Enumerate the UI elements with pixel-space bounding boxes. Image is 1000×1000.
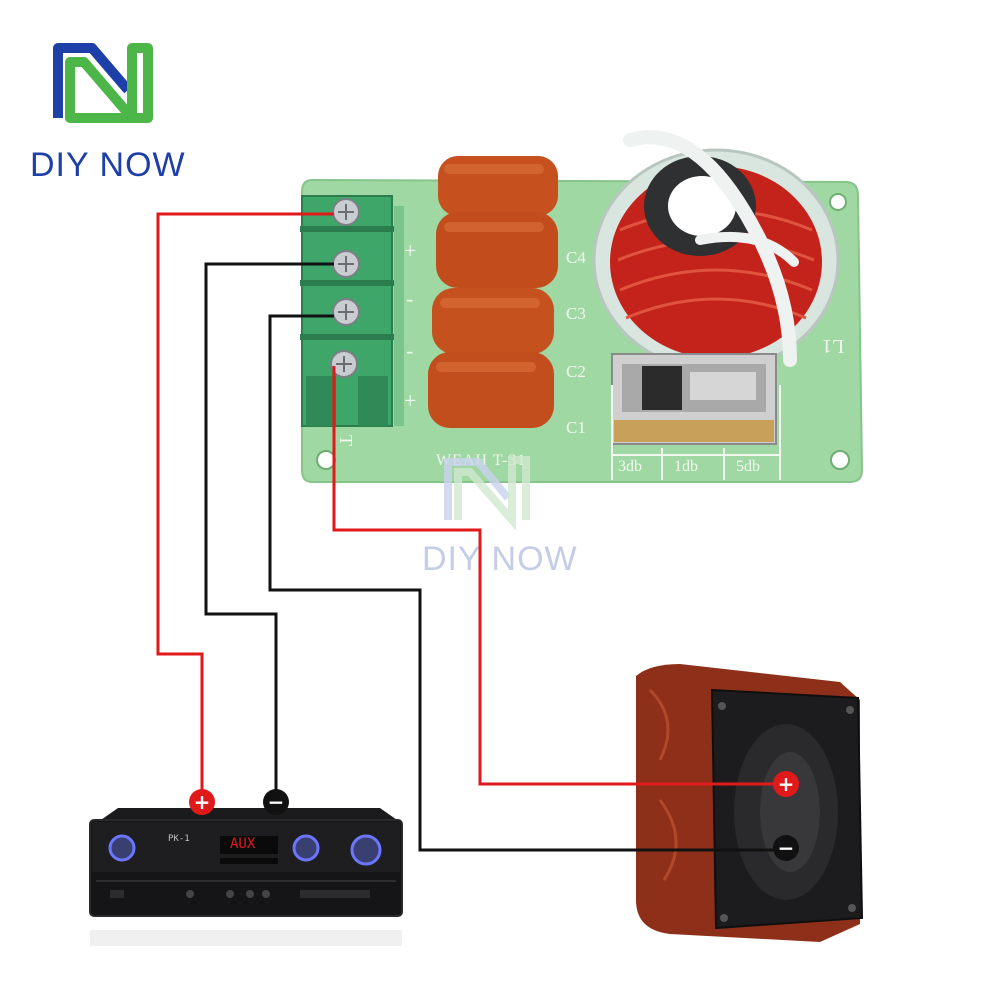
- capacitor-label: C2: [566, 362, 586, 381]
- attenuation-option: 5db: [736, 458, 760, 475]
- amp-negative-terminal-icon: [263, 789, 289, 815]
- tweeter-positive-wire: [332, 366, 786, 786]
- amp-positive-terminal-icon: [189, 789, 215, 815]
- amp-negative-symbol: −: [267, 790, 285, 814]
- attenuation-option: 1db: [674, 458, 698, 475]
- brand-name: DIY NOW: [30, 146, 186, 184]
- watermark-text: DIY NOW: [422, 540, 578, 578]
- amplifier-badge: PK-1: [168, 834, 190, 844]
- terminal-screws: [330, 198, 360, 378]
- amp-positive-wire: [156, 212, 334, 802]
- polarity-mark: +: [404, 238, 417, 263]
- polarity-mark: +: [404, 388, 417, 413]
- polarity-mark: -: [406, 286, 414, 311]
- amplifier-display: AUX: [230, 836, 256, 852]
- attenuation-option: 3db: [618, 458, 642, 475]
- tweeter-positive-symbol: +: [777, 772, 795, 796]
- inductor-coil: [592, 130, 840, 372]
- tweeter-positive-terminal-icon: [773, 771, 799, 797]
- tweeter-negative-terminal-icon: [773, 835, 799, 861]
- amp-positive-symbol: +: [193, 790, 211, 814]
- capacitor-label: C3: [566, 304, 586, 323]
- amp-negative-wire: [204, 262, 334, 800]
- capacitor-label: C4: [566, 248, 586, 267]
- capacitors: [428, 156, 558, 428]
- capacitor-label: C1: [566, 418, 586, 437]
- polarity-mark: -: [406, 338, 414, 363]
- tweeter-negative-symbol: −: [777, 836, 795, 860]
- attenuation-switch: [611, 353, 781, 480]
- tweeter-negative-wire: [268, 314, 786, 852]
